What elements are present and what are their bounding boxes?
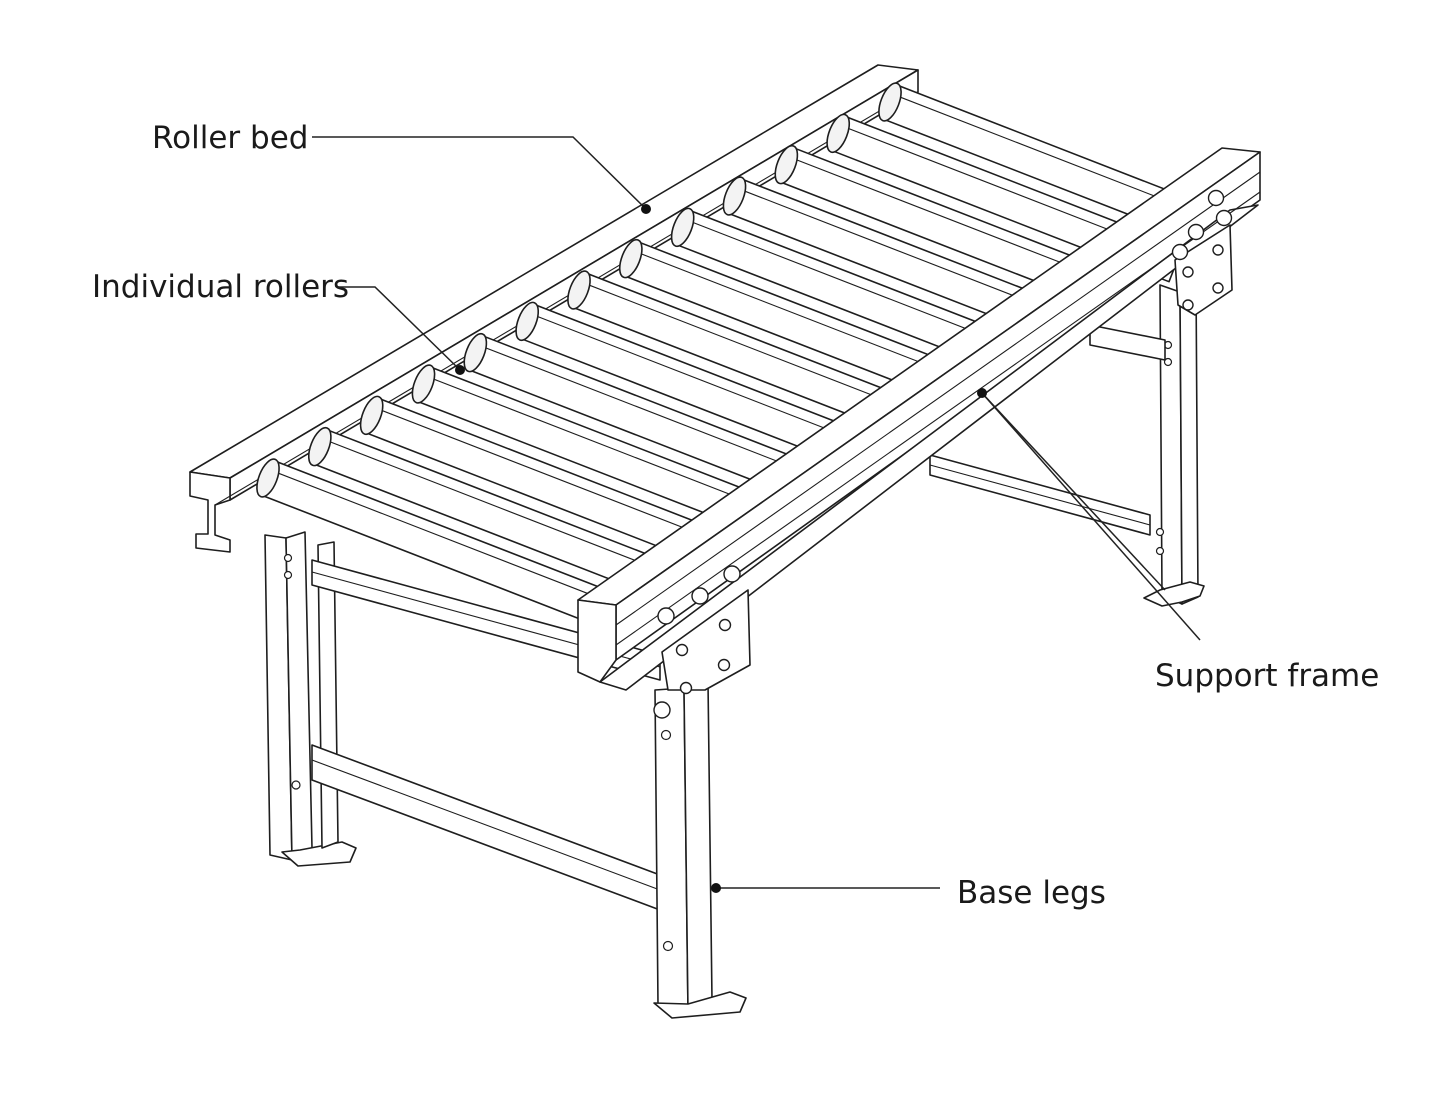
front-leg-right: [653, 681, 747, 1019]
roller-end-cap: [567, 270, 591, 310]
label-roller-bed: Roller bed: [152, 120, 308, 156]
rear-upper-beam: [1089, 324, 1166, 361]
roller-end-cap: [670, 207, 695, 248]
roller-bed: [256, 82, 1235, 628]
callout-base-legs: Base legs: [711, 875, 1106, 911]
roller-end-cap: [515, 301, 540, 342]
roller-end-cap: [307, 426, 332, 467]
roller-highlight: [426, 375, 765, 509]
label-base-legs: Base legs: [957, 875, 1106, 911]
roller-end-cap: [256, 458, 280, 498]
callout-roller-bed: Roller bed: [152, 120, 651, 214]
roller-highlight: [581, 281, 920, 415]
roller-end-cap: [774, 144, 799, 185]
roller-end-cap: [463, 332, 488, 373]
label-support-frame: Support frame: [1155, 658, 1379, 694]
roller-end-cap: [722, 176, 747, 216]
front-leg-left: [264, 531, 357, 867]
roller-highlight: [322, 438, 661, 571]
callout-individual-rollers: Individual rollers: [92, 269, 465, 375]
roller-highlight: [374, 407, 713, 540]
roller-end-cap: [878, 82, 902, 122]
callout-support-frame: Support frame: [977, 388, 1379, 694]
roller-end-cap: [826, 113, 851, 154]
near-side-rail: [577, 147, 1261, 691]
roller-highlight: [529, 313, 868, 446]
roller-highlight: [478, 344, 817, 477]
roller-end-cap: [411, 364, 436, 404]
roller-end-cap: [359, 395, 384, 436]
bottom-cross-brace: [311, 744, 661, 911]
label-individual-rollers: Individual rollers: [92, 269, 349, 305]
roller-highlight: [633, 250, 972, 383]
roller-end-cap: [618, 238, 643, 279]
mounting-plate-rear: [1171, 189, 1233, 316]
roller-highlight: [270, 469, 609, 603]
rear-cross-brace: [929, 454, 1151, 536]
rear-leg-right: [1143, 279, 1205, 607]
mounting-plate-front: [653, 565, 751, 719]
